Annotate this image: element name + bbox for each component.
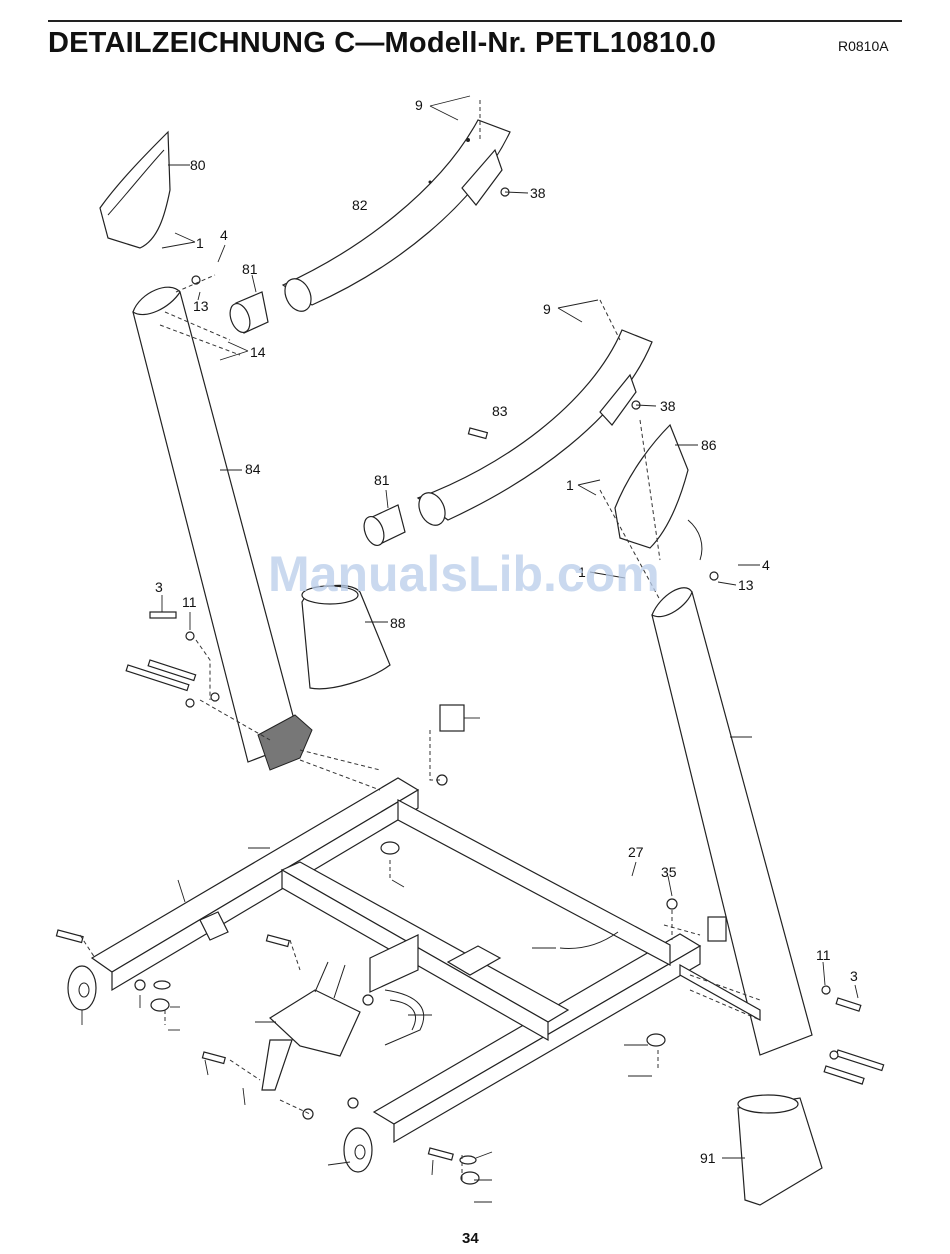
callout-80: 80 [190,157,206,173]
callout-1-upper: 1 [196,235,204,251]
callout-9-lower: 9 [543,301,551,317]
callout-38-upper: 38 [530,185,546,201]
callout-82: 82 [352,197,368,213]
callout-4-upper: 4 [220,227,228,243]
callout-81-upper: 81 [242,261,258,277]
callout-86: 86 [701,437,717,453]
callout-1-right: 1 [566,477,574,493]
callout-84: 84 [245,461,261,477]
wheel-front-right [344,1128,372,1172]
callout-35: 35 [661,864,677,880]
side-cover-86 [615,425,688,548]
page-number: 34 [462,1230,479,1247]
callout-3-left: 3 [155,579,163,595]
callout-1-lower: 1 [578,564,586,580]
lift-motor-assembly [262,962,360,1090]
callout-13-upper: 13 [193,298,209,314]
leader-lines [82,96,858,1202]
callout-13-lower: 13 [738,577,754,593]
base-frame [92,778,760,1142]
callout-91: 91 [700,1150,716,1166]
callout-14: 14 [250,344,266,360]
wheel-front-left [68,966,96,1010]
handrail-tube-83 [414,330,652,529]
callout-4-lower: 4 [762,557,770,573]
side-cover-80 [100,132,170,248]
handrail-tube-82 [280,120,510,315]
callout-11-left: 11 [182,594,197,610]
callout-27: 27 [628,844,644,860]
callout-9-upper: 9 [415,97,423,113]
callout-3-right: 3 [850,968,858,984]
shroud-88 [302,585,390,688]
callout-83: 83 [492,403,508,419]
base-cover-91 [738,1095,822,1205]
callout-81-lower: 81 [374,472,390,488]
callout-38-lower: 38 [660,398,676,414]
callout-11-right: 11 [816,947,831,963]
end-cap-81-upper [226,292,268,335]
end-cap-81-lower [360,505,405,548]
callout-88: 88 [390,615,406,631]
